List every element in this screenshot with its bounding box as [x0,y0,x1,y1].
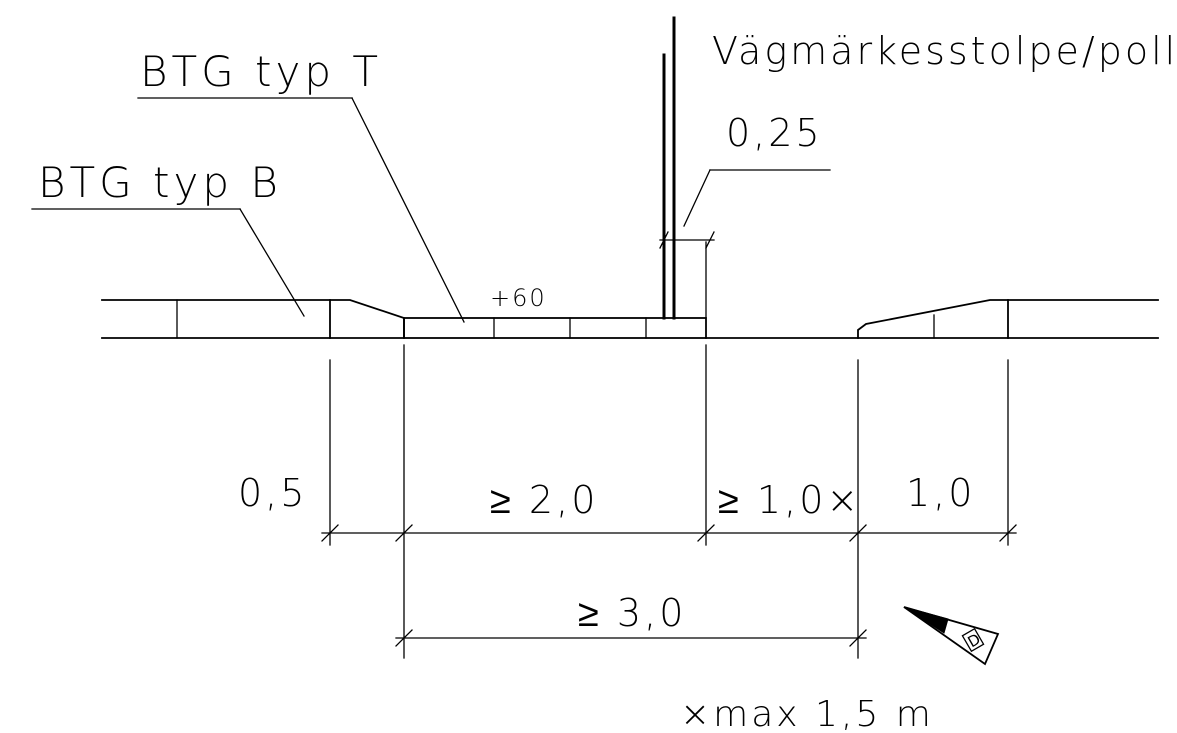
label-btg-typ-t: BTG typ T [140,47,382,96]
footnote-max-1-5-m: ×max 1,5 m [680,694,934,733]
surface-lines [101,299,1159,339]
dimension-label-min-1-0: ≥ 1,0× [718,478,861,522]
dimension-label-0-5: 0,5 [238,471,307,515]
extension-lines [329,344,1009,659]
dimension-lines [321,524,1017,647]
dimension-label-1-0: 1,0 [906,471,975,515]
sign-post [662,16,676,320]
post-offset-dimension [659,169,831,319]
label-post-offset: 0,25 [726,111,823,155]
dimension-label-min-2-0: ≥ 2,0 [490,478,598,522]
label-btg-typ-b: BTG typ B [38,158,282,207]
btg-b-left-ramp [329,299,405,339]
dimension-label-min-3-0: ≥ 3,0 [578,591,686,635]
btg-b-right-ramp [857,299,1009,339]
marker-letter: D [965,630,984,651]
label-post: Vägmärkesstolpe/pollare [712,29,1177,73]
btg-t-tiles [403,317,707,339]
label-plus-60: +60 [490,284,547,312]
label-leaders [31,97,465,323]
direction-marker-icon: D [903,606,1000,666]
